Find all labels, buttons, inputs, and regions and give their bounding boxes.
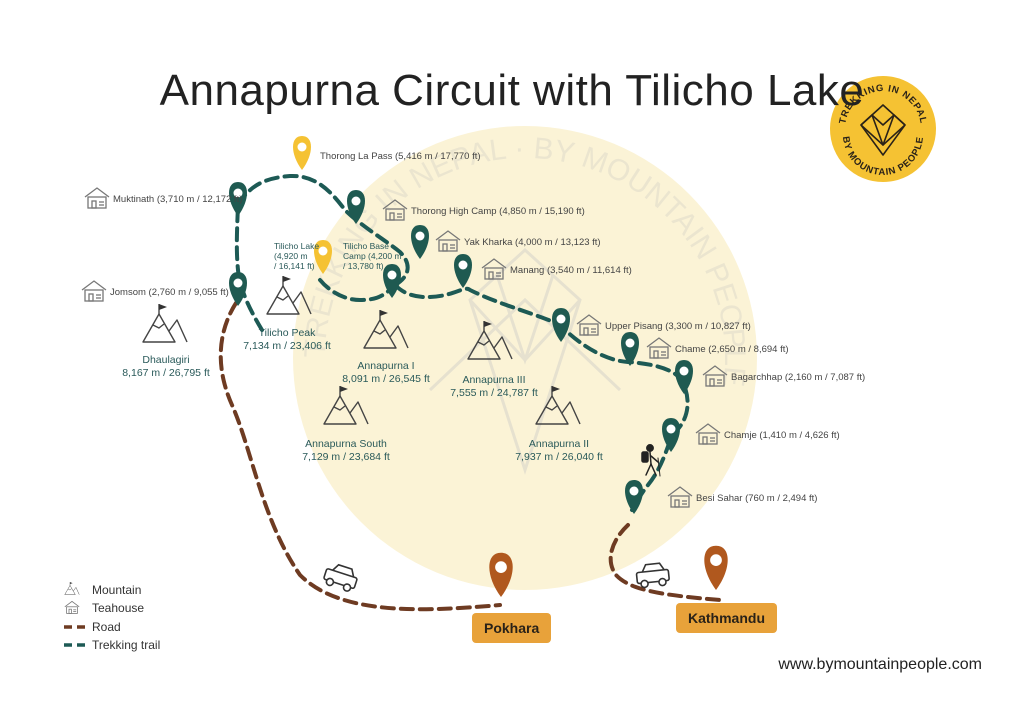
teahouse-icon (84, 187, 110, 209)
label-thorong-high-camp: Thorong High Camp (4,850 m / 15,190 ft) (411, 206, 585, 217)
city-tag-kathmandu: Kathmandu (676, 603, 777, 633)
badge-logo-icon (860, 104, 906, 156)
pin-kathmandu (704, 545, 728, 590)
pin-pokhara (489, 552, 513, 597)
legend-road: Road (92, 620, 121, 634)
road-kathmandu (608, 523, 722, 602)
label-jomsom: Jomsom (2,760 m / 9,055 ft) (110, 287, 229, 298)
car-icon (635, 562, 670, 589)
trekking-trail (234, 173, 690, 512)
road-pokhara (218, 301, 502, 612)
label-besi-sahar: Besi Sahar (760 m / 2,494 ft) (696, 493, 818, 504)
page-title: Annapurna Circuit with Tilicho Lake (159, 66, 865, 115)
label-bagarchhap: Bagarchhap (2,160 m / 7,087 ft) (731, 372, 866, 383)
label-manang: Manang (3,540 m / 11,614 ft) (510, 265, 632, 276)
watermark-logo (428, 247, 622, 475)
pin-thorong-la-pass (293, 136, 311, 170)
legend-trail: Trekking trail (92, 638, 161, 652)
legend-teahouse: Teahouse (92, 601, 145, 615)
pin-jomsom (229, 272, 247, 306)
brand-badge: TREKKING IN NEPAL BY MOUNTAIN PEOPLE (830, 76, 936, 182)
label-chame: Chame (2,650 m / 8,694 ft) (675, 344, 789, 355)
mountain-icon (142, 303, 188, 343)
city-tag-pokhara: Pokhara (472, 613, 552, 643)
label-tilicho-lake: Tilicho Lake(4,920 m/ 16,141 ft) (274, 241, 320, 271)
label-yak-kharka: Yak Kharka (4,000 m / 13,123 ft) (464, 237, 601, 248)
legend-mountain: Mountain (92, 583, 142, 597)
label-chamje: Chamje (1,410 m / 4,626 ft) (724, 430, 840, 441)
label-thorong-la-pass: Thorong La Pass (5,416 m / 17,770 ft) (320, 151, 481, 162)
car-icon (323, 563, 358, 592)
label-upper-pisang: Upper Pisang (3,300 m / 10,827 ft) (605, 321, 751, 332)
website-url[interactable]: www.bymountainpeople.com (778, 656, 982, 673)
label-muktinath: Muktinath (3,710 m / 12,172 ft) (113, 194, 243, 205)
teahouse-icon (81, 280, 107, 302)
hiker-icon (641, 444, 661, 477)
